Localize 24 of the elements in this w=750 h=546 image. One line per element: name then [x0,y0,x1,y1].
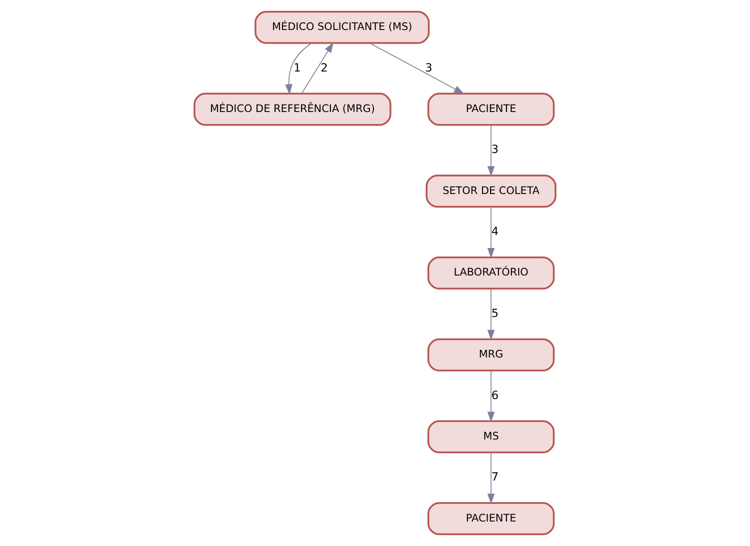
edge-label: 4 [491,224,499,238]
arrow [285,42,312,95]
edge-label: 1 [294,60,301,74]
arrow [487,206,495,258]
node-box: MS [427,420,555,454]
edge-label: 2 [320,60,328,74]
node-box: LABORATÓRIO [427,256,555,290]
edge-label: 5 [491,306,499,320]
node-box: MÉDICO SOLICITANTE (MS) [254,10,430,44]
arrow [487,452,495,504]
node-box: MRG [427,338,555,372]
edge-label: 3 [425,60,432,74]
edge-label: 7 [491,470,499,484]
arrow [301,42,334,94]
node-box: PACIENTE [427,92,555,126]
arrow [487,370,495,422]
edge-label: 6 [491,388,499,402]
node-box: SETOR DE COLETA [426,174,556,208]
arrow [487,124,495,177]
arrow [369,42,464,94]
node-box: MÉDICO DE REFERÊNCIA (MRG) [194,92,392,126]
edge-label: 3 [491,142,499,156]
arrow [487,288,495,340]
node-box: PACIENTE [427,502,555,536]
